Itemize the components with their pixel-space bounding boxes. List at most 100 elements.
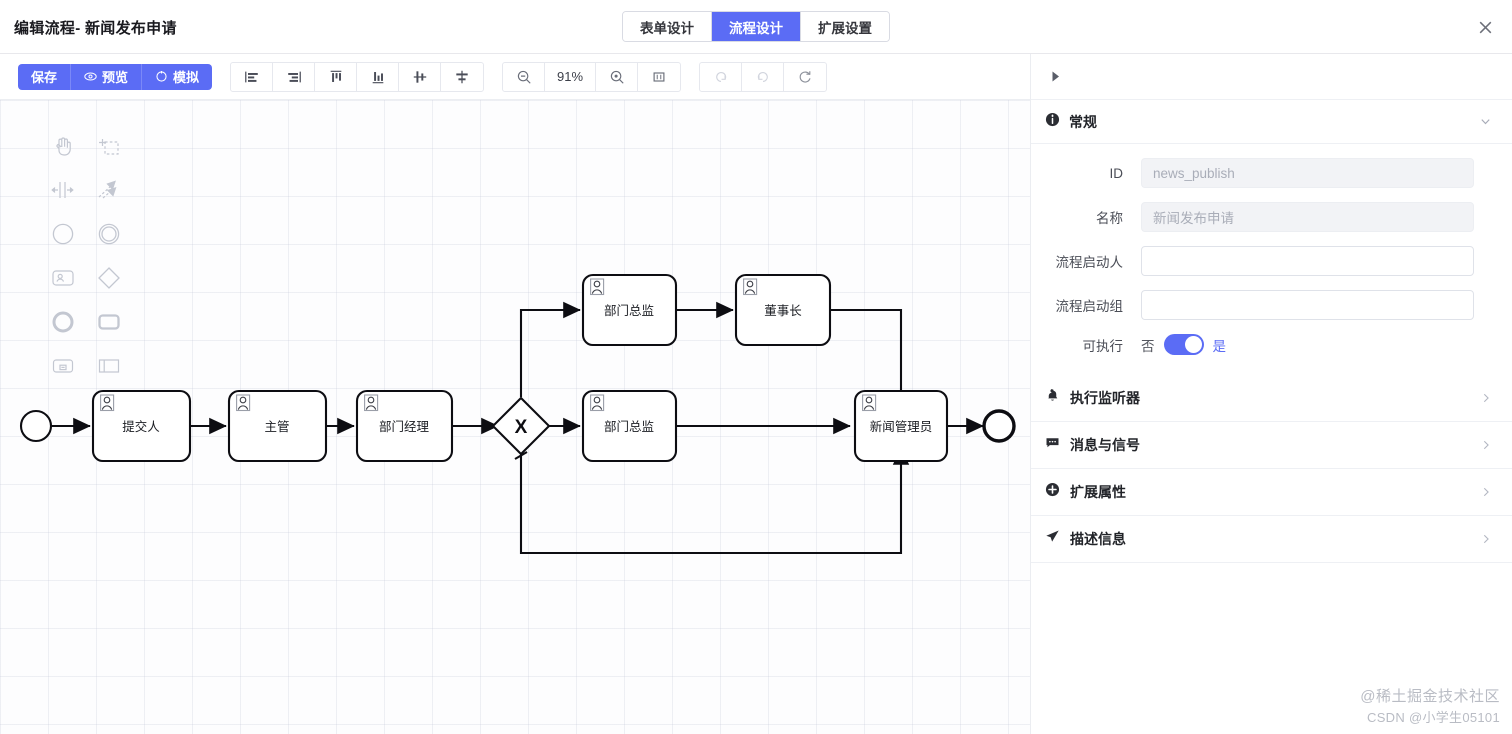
save-button[interactable]: 保存 [18,63,72,90]
user-task-person-icon [236,394,251,412]
redo-button[interactable] [742,62,785,91]
subprocess-button[interactable] [40,344,86,388]
align-center-horizontal-icon [413,70,426,83]
user-task-person-icon [590,278,605,296]
user-task-person-icon [590,394,605,412]
field-label-initiator: 流程启动人 [1055,255,1124,270]
message-icon [1045,435,1060,455]
preview-button[interactable]: 预览 [71,63,143,90]
task-node-news-admin[interactable]: 新闻管理员 [853,389,949,463]
field-label-id: ID [1109,165,1124,181]
align-center-vertical-button[interactable] [441,63,483,91]
zoom-tool-group: 91% [502,61,682,92]
fit-viewport-icon [653,71,665,82]
undo-button[interactable] [700,62,743,91]
task-node-supervisor[interactable]: 主管 [227,389,328,463]
zoom-out-button[interactable] [503,62,546,91]
simulate-icon [155,70,168,83]
undo-icon [715,71,726,82]
subprocess-icon [52,359,74,373]
collapse-panel-button[interactable] [1049,70,1062,83]
gateway-icon [98,267,120,289]
process-initiator-input[interactable] [1141,246,1474,276]
exclusive-gateway[interactable]: X [491,396,551,456]
align-left-button[interactable] [231,62,274,91]
executable-toggle[interactable] [1163,334,1204,355]
gateway-button[interactable] [86,256,132,300]
task-label: 提交人 [122,419,160,434]
task-node-dept-manager[interactable]: 部门经理 [355,389,454,463]
task-node-dept-director-top[interactable]: 部门总监 [581,273,678,347]
executable-on-label: 是 [1212,338,1227,354]
end-event-button[interactable] [40,300,86,344]
lasso-tool-button[interactable] [86,124,132,168]
simulate-button[interactable]: 模拟 [142,63,213,90]
align-top-button[interactable] [315,62,358,91]
section-message-signal-title: 消息与信号 [1070,437,1140,453]
lasso-tool-icon [99,139,119,155]
page-title: 编辑流程- 新闻发布申请 [14,20,177,37]
user-task-button[interactable] [40,256,86,300]
task-node-submitter[interactable]: 提交人 [91,389,192,463]
end-event[interactable] [982,409,1016,443]
start-event-button[interactable] [40,212,86,256]
field-row-id: ID [1031,158,1474,188]
tab-process-design[interactable]: 流程设计 [712,12,801,41]
intermediate-event-button[interactable] [86,212,132,256]
task-label: 部门总监 [604,419,654,434]
chevron-right-icon [1480,392,1492,404]
tab-form-design[interactable]: 表单设计 [623,12,712,41]
section-execution-listener[interactable]: 执行监听器 [1031,375,1512,422]
reset-icon [799,70,811,82]
chevron-down-icon[interactable] [1479,115,1492,128]
id-input[interactable] [1141,158,1474,188]
data-object-button[interactable] [86,344,132,388]
diagram-canvas[interactable]: 提交人 主管 部门经理 X [0,100,1030,734]
hand-tool-button[interactable] [40,124,86,168]
space-tool-button[interactable] [40,168,86,212]
task-button[interactable] [86,300,132,344]
collapse-panel-icon [1052,71,1059,82]
task-label: 部门总监 [604,303,654,318]
align-right-button[interactable] [273,62,316,91]
intermediate-event-icon [98,223,120,245]
field-row-initiator-group: 流程启动组 [1031,290,1474,320]
zoom-level-display[interactable]: 91% [545,62,597,91]
section-description[interactable]: 描述信息 [1031,516,1512,563]
name-input[interactable] [1141,202,1474,232]
section-general-title: 常规 [1069,113,1097,130]
align-center-horizontal-button[interactable] [399,62,442,91]
fit-viewport-button[interactable] [638,63,680,91]
user-task-person-icon [862,394,877,412]
align-top-icon [330,70,341,82]
section-extension-properties[interactable]: 扩展属性 [1031,469,1512,516]
start-event[interactable] [19,409,53,443]
task-node-chairman[interactable]: 董事长 [734,273,832,347]
process-initiator-group-input[interactable] [1141,290,1474,320]
user-task-person-icon [100,394,115,412]
preview-label: 预览 [102,70,129,85]
connect-tool-button[interactable] [86,168,132,212]
eye-icon [84,70,97,83]
save-label: 保存 [31,70,58,85]
section-general-header[interactable]: 常规 [1031,100,1512,144]
zoom-in-icon [610,70,624,84]
section-message-signal[interactable]: 消息与信号 [1031,422,1512,469]
chevron-right-icon [1480,533,1492,545]
field-row-executable: 可执行 否 是 [1031,334,1474,355]
close-button[interactable] [1472,14,1498,40]
bpmn-palette [40,124,134,388]
tab-extension-settings[interactable]: 扩展设置 [801,12,889,41]
plus-circle-icon [1045,482,1060,502]
bpmn-diagram[interactable]: 提交人 主管 部门经理 X [0,100,1030,734]
general-form: ID 名称 流程启动人 流程启动组 可执行 否 是 [1031,144,1512,375]
zoom-in-button[interactable] [596,62,639,91]
field-label-initiator-group: 流程启动组 [1055,299,1124,314]
section-description-title: 描述信息 [1070,531,1126,547]
zoom-out-icon [517,70,531,84]
primary-action-group: 保存 预览 模拟 [18,63,213,90]
align-tool-group [230,61,485,92]
align-bottom-button[interactable] [357,62,400,91]
task-node-dept-director-bottom[interactable]: 部门总监 [581,389,678,463]
reset-button[interactable] [784,63,826,91]
